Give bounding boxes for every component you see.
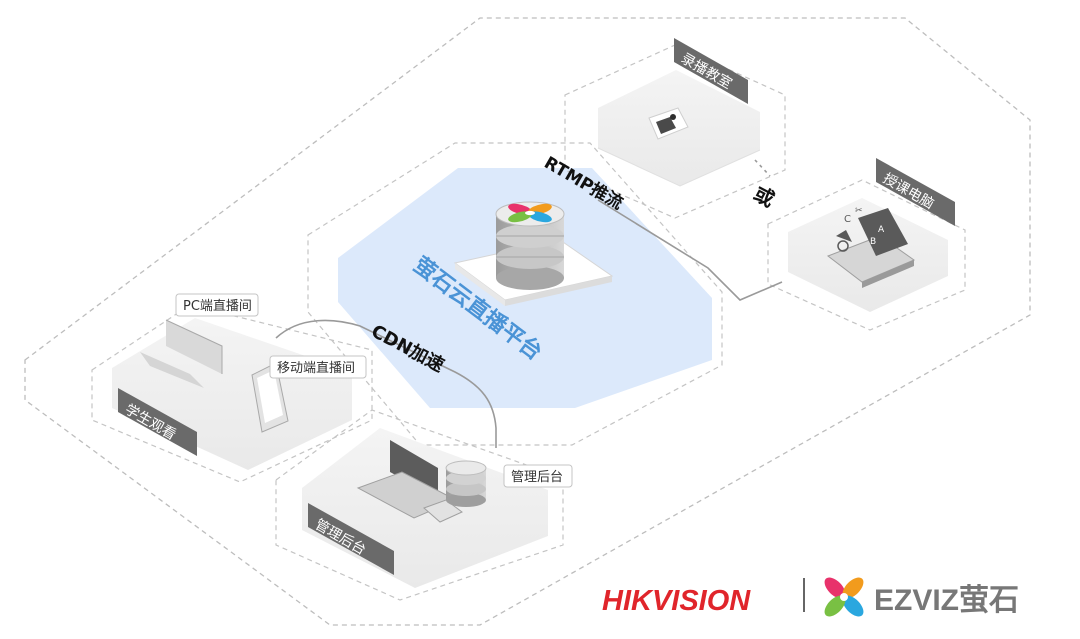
rtmp-link-line <box>597 199 783 301</box>
phone-icon <box>251 362 289 433</box>
ezviz-logo-icon <box>824 577 864 617</box>
hikvision-logo: HIKVISION <box>602 585 751 617</box>
system-boundary <box>24 17 1031 626</box>
recording-link-line <box>754 159 771 177</box>
svg-text:管理后台: 管理后台 <box>511 470 563 485</box>
camera-icon <box>648 107 689 140</box>
svg-text:移动端直播间: 移动端直播间 <box>277 361 355 376</box>
student-view-tile <box>112 318 352 470</box>
svg-text:PC端直播间: PC端直播间 <box>183 299 252 314</box>
laptop-icon: C ✂ B A <box>826 206 916 288</box>
svg-text:B: B <box>870 237 876 247</box>
svg-text:C: C <box>844 214 851 225</box>
monitor-icon <box>140 319 223 388</box>
admin-backend-callout: 管理后台 <box>503 464 573 488</box>
cdn-link-line <box>275 319 497 448</box>
pc-live-callout: PC端直播间 <box>175 293 259 317</box>
mobile-live-callout: 移动端直播间 <box>269 355 367 379</box>
teacher-pc-zone-boundary <box>767 179 966 331</box>
or-label: 或 <box>750 181 779 212</box>
svg-text:✂: ✂ <box>855 206 863 216</box>
ezviz-wordmark: EZVIZ萤石 <box>874 584 1019 617</box>
platform-server-icon <box>495 201 565 290</box>
admin-zone-boundary <box>275 409 564 601</box>
admin-server-icon <box>445 460 487 507</box>
svg-text:A: A <box>878 225 885 235</box>
